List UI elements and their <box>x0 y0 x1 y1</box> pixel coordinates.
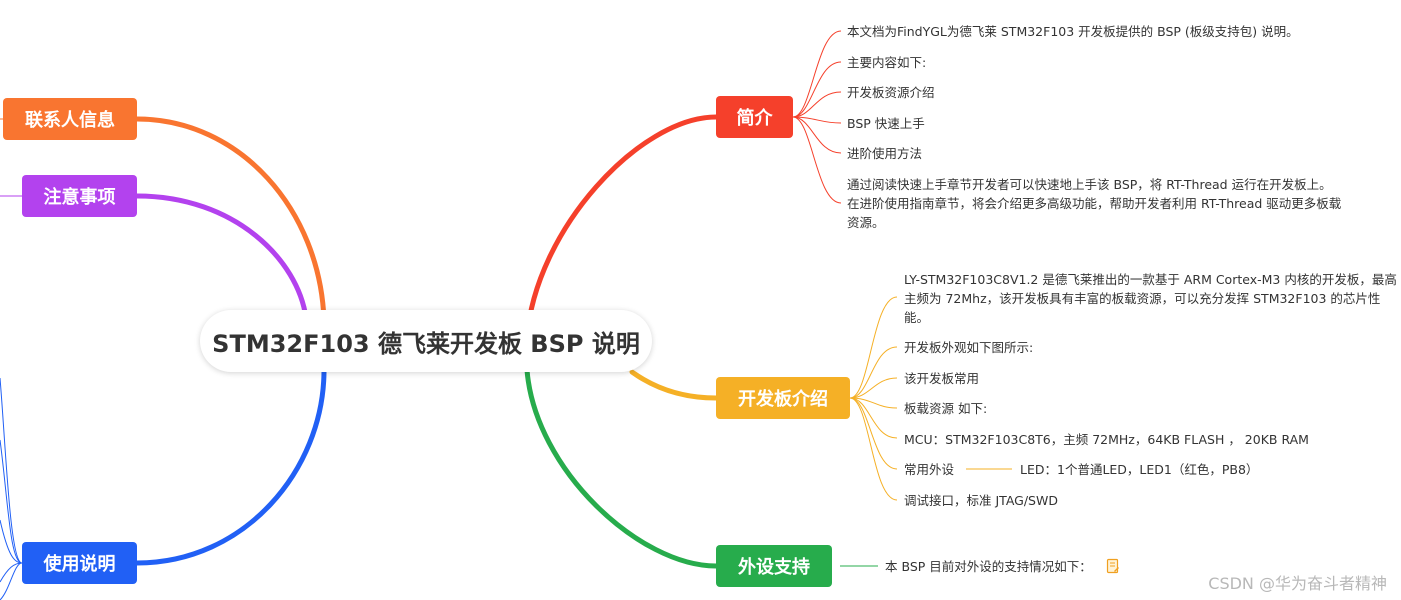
branch-contact <box>134 116 327 323</box>
intro-item[interactable]: 本文档为FindYGL为德飞莱 STM32F103 开发板提供的 BSP (板级… <box>847 24 1299 39</box>
usage-sub-lines <box>0 377 23 600</box>
board-sub-lines <box>849 296 1012 501</box>
watermark: CSDN @华为奋斗者精神 <box>1208 574 1387 593</box>
branch-notice <box>134 193 309 321</box>
topic-intro[interactable]: 简介 <box>716 96 793 138</box>
board-subitem-led[interactable]: LED：1个普通LED，LED1（红色，PB8） <box>1020 462 1259 477</box>
branch-usage <box>134 369 327 566</box>
intro-item[interactable]: 通过阅读快速上手章节开发者可以快速地上手该 BSP，将 RT-Thread 运行… <box>847 177 1342 230</box>
intro-item[interactable]: 开发板资源介绍 <box>847 85 935 100</box>
branch-intro <box>524 114 719 341</box>
intro-sub-lines <box>792 30 842 204</box>
board-item[interactable]: MCU：STM32F103C8T6，主频 72MHz，64KB FLASH ， … <box>904 432 1309 447</box>
board-item[interactable]: 该开发板常用 <box>904 371 980 386</box>
board-item[interactable]: LY-STM32F103C8V1.2 是德飞莱推出的一款基于 ARM Corte… <box>904 272 1397 325</box>
root-topic[interactable]: STM32F103 德飞莱开发板 BSP 说明 <box>200 310 652 372</box>
intro-item[interactable]: 进阶使用方法 <box>847 146 923 161</box>
board-item[interactable]: 常用外设 <box>904 462 955 477</box>
note-icon[interactable] <box>1105 558 1121 574</box>
branch-board <box>629 369 719 401</box>
topic-usage[interactable]: 使用说明 <box>22 542 137 584</box>
intro-item[interactable]: BSP 快速上手 <box>847 116 925 131</box>
board-item[interactable]: 开发板外观如下图所示: <box>904 340 1034 355</box>
topic-notice[interactable]: 注意事项 <box>22 175 137 217</box>
intro-item[interactable]: 主要内容如下: <box>847 55 927 70</box>
board-item[interactable]: 调试接口，标准 JTAG/SWD <box>904 493 1058 508</box>
topic-board[interactable]: 开发板介绍 <box>716 377 850 419</box>
topic-contact[interactable]: 联系人信息 <box>3 98 137 140</box>
peripheral-item[interactable]: 本 BSP 目前对外设的支持情况如下： <box>885 559 1092 574</box>
board-item[interactable]: 板载资源 如下: <box>904 401 988 416</box>
branch-peripheral <box>524 367 719 569</box>
topic-peripheral[interactable]: 外设支持 <box>716 545 832 587</box>
